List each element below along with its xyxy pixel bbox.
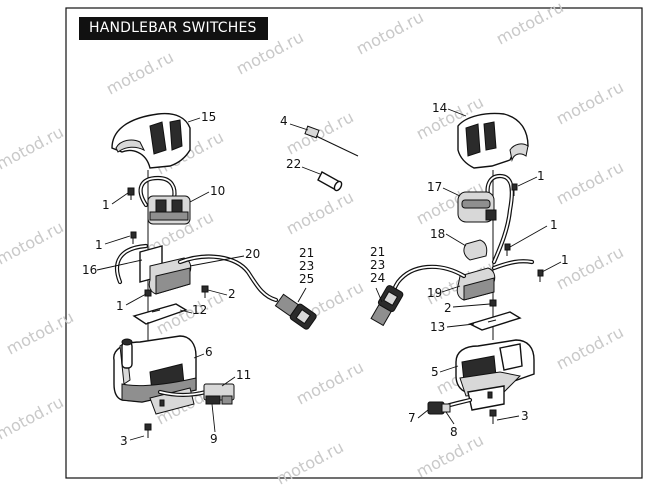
callout-3: 3 (521, 409, 529, 423)
callout-19: 19 (427, 286, 442, 300)
part-lower-housing-left (113, 335, 197, 415)
part-harness-left (114, 243, 317, 330)
watermark: motod.ru (0, 217, 67, 268)
callout-21: 21 (370, 245, 385, 259)
watermark: motod.ru (0, 122, 67, 173)
part-switch-right (457, 173, 514, 265)
connector-icon (274, 293, 317, 330)
callout-13: 13 (430, 320, 445, 334)
callout-10: 10 (210, 184, 225, 198)
watermark: motod.ru (493, 0, 567, 49)
part-cable-tie (304, 125, 359, 157)
screw-icon (504, 243, 511, 256)
callout-22: 22 (286, 157, 301, 171)
watermark: motod.ru (273, 437, 347, 486)
callout-5: 5 (431, 365, 439, 379)
callout-23: 23 (370, 258, 385, 272)
screw-icon (537, 269, 544, 282)
callout-2: 2 (228, 287, 236, 301)
callout-3: 3 (120, 434, 128, 448)
watermark-layer: motod.ru motod.ru motod.ru motod.ru moto… (0, 0, 627, 486)
callout-1: 1 (116, 299, 124, 313)
part-upper-housing-left (111, 112, 191, 169)
callout-1: 1 (550, 218, 558, 232)
screw-icon (511, 183, 518, 196)
callout-1: 1 (537, 169, 545, 183)
screw-icon (144, 423, 152, 438)
callout-17: 17 (427, 180, 442, 194)
callout-20: 20 (245, 247, 260, 261)
connector-icon (370, 285, 404, 327)
screw-icon (127, 187, 135, 200)
page-title: HANDLEBAR SWITCHES (79, 17, 268, 40)
watermark: motod.ru (0, 392, 67, 443)
watermark: motod.ru (353, 7, 427, 58)
callout-23: 23 (299, 259, 314, 273)
leader-lines (96, 108, 562, 441)
part-harness-right (370, 259, 535, 327)
callout-1: 1 (102, 198, 110, 212)
callout-4: 4 (280, 114, 288, 128)
watermark: motod.ru (103, 47, 177, 98)
screw-icon (489, 409, 497, 424)
callout-labels: 15 10 1 1 16 20 1 2 12 6 11 3 9 4 22 21 … (82, 101, 569, 448)
right-switch-assembly (370, 112, 544, 424)
watermark: motod.ru (293, 357, 367, 408)
watermark: motod.ru (553, 322, 627, 373)
callout-21: 21 (299, 246, 314, 260)
part-bracket-right (463, 239, 488, 261)
callout-18: 18 (430, 227, 445, 241)
callout-9: 9 (210, 432, 218, 446)
part-switch-module-right (427, 397, 473, 415)
callout-15: 15 (201, 110, 216, 124)
callout-1: 1 (95, 238, 103, 252)
callout-8: 8 (450, 425, 458, 439)
callout-7: 7 (408, 411, 416, 425)
callout-25: 25 (299, 272, 314, 286)
part-switch-left (138, 175, 191, 225)
part-sleeve (317, 171, 343, 192)
screw-icon (144, 289, 152, 302)
part-lower-housing-right (455, 339, 535, 411)
callout-2: 2 (444, 301, 452, 315)
callout-6: 6 (205, 345, 213, 359)
watermark: motod.ru (233, 27, 307, 78)
watermark: motod.ru (553, 77, 627, 128)
callout-11: 11 (236, 368, 251, 382)
part-upper-housing-right (457, 112, 529, 169)
screw-icon (489, 299, 497, 312)
watermark: motod.ru (553, 242, 627, 293)
part-switch-module-left (157, 383, 235, 405)
callout-14: 14 (432, 101, 447, 115)
center-parts (304, 125, 359, 192)
screw-icon (130, 231, 137, 244)
callout-24: 24 (370, 271, 385, 285)
callout-1: 1 (561, 253, 569, 267)
part-plate-right (468, 311, 522, 331)
watermark: motod.ru (553, 157, 627, 208)
screw-icon (201, 285, 209, 298)
callout-16: 16 (82, 263, 97, 277)
watermark: motod.ru (283, 107, 357, 158)
left-switch-assembly (111, 112, 317, 438)
watermark: motod.ru (283, 187, 357, 238)
callout-12: 12 (192, 303, 207, 317)
part-plate-left (132, 303, 188, 336)
diagram-border (65, 7, 643, 479)
